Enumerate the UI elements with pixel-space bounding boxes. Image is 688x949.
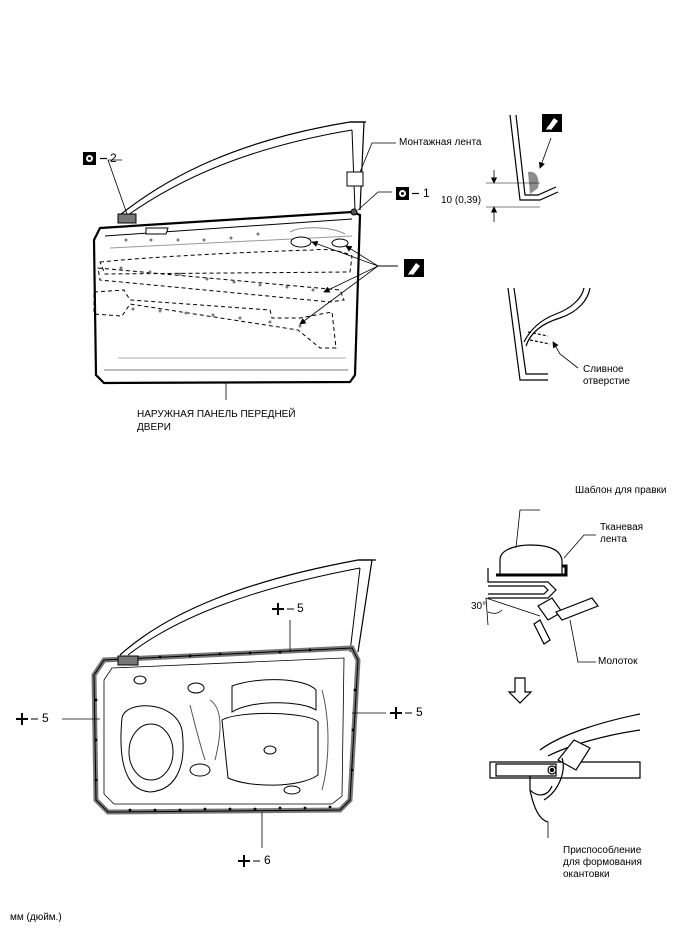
step-left-label: 5	[42, 711, 49, 725]
hemming-tool-label-line3: окантовки	[563, 869, 610, 880]
replace-part-icon	[83, 152, 107, 165]
drain-hole-label-line2: отверстие	[583, 376, 630, 387]
step-top-label: 5	[297, 601, 304, 615]
callout-2-label: 2	[110, 151, 117, 165]
step-bottom-label: 6	[264, 853, 271, 867]
drain-hole-label-line1: Сливное	[583, 364, 624, 375]
panel-sealant-dots	[119, 232, 315, 328]
hemming-tool-label-line2: для формования	[563, 857, 642, 868]
sealant-brush-icon	[542, 114, 562, 132]
hammer-template-detail	[485, 509, 599, 663]
hemming-tool-detail	[489, 713, 641, 838]
units-label: мм (дюйм.)	[10, 912, 62, 923]
template-label: Шаблон для правки	[575, 485, 667, 496]
mounting-tape-label: Монтажная лента	[399, 137, 482, 148]
callout-1-label: 1	[423, 186, 430, 200]
inner-door-leaders	[62, 620, 386, 848]
panel-label-line2: ДВЕРИ	[137, 422, 171, 433]
step-right-label: 5	[416, 705, 423, 719]
top-left-leaders	[107, 142, 398, 400]
outer-door-panel-drawing	[92, 121, 366, 385]
hemming-tool-label-line1: Приспособление	[563, 845, 642, 856]
cloth-tape-label-line1: Тканевая	[600, 522, 644, 533]
dimension-label: 10 (0,39)	[441, 195, 482, 206]
plus-step-icon	[390, 707, 412, 719]
angle-label: 30°	[471, 601, 487, 612]
plus-step-icon	[16, 713, 38, 725]
hem-section-detail	[486, 114, 559, 222]
drain-hole-detail	[507, 287, 591, 381]
panel-label-line1: НАРУЖНАЯ ПАНЕЛЬ ПЕРЕДНЕЙ	[137, 409, 296, 420]
down-arrow-icon	[507, 677, 533, 704]
replace-part-icon	[396, 187, 419, 200]
plus-step-icon	[238, 855, 260, 867]
plus-step-icon	[272, 603, 294, 615]
sealant-brush-icon	[404, 259, 424, 277]
hammer-label: Молоток	[598, 656, 638, 667]
inner-door-clip-dots	[94, 648, 357, 812]
inner-door-drawing	[91, 559, 376, 815]
cloth-tape-label-line2: лента	[600, 534, 627, 545]
